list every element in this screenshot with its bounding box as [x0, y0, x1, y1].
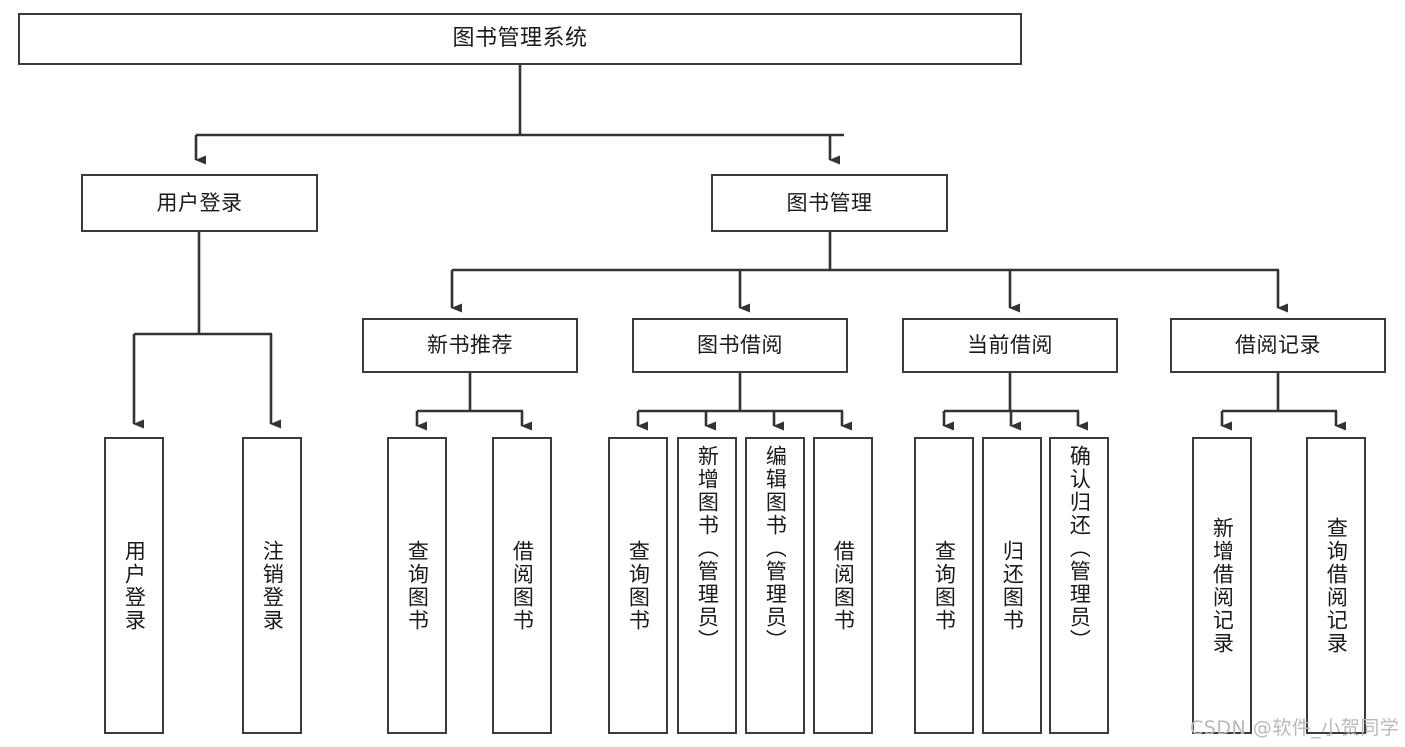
- node-book-borrow-label: 图书借阅: [697, 333, 783, 358]
- leaf-current-borrow-query-book[interactable]: 查询图书: [914, 437, 974, 734]
- leaf-book-borrow-edit-book-label: 编辑图书（管理员）: [763, 445, 788, 652]
- leaf-current-borrow-confirm-return[interactable]: 确认归还（管理员）: [1049, 437, 1109, 734]
- node-borrow-record-label: 借阅记录: [1235, 333, 1321, 358]
- leaf-user-login-login-label: 用户登录: [122, 539, 147, 632]
- node-current-borrow[interactable]: 当前借阅: [902, 318, 1118, 373]
- leaf-borrow-record-query-record[interactable]: 查询借阅记录: [1306, 437, 1366, 734]
- leaf-book-borrow-edit-book[interactable]: 编辑图书（管理员）: [745, 437, 805, 734]
- node-new-book-recommend[interactable]: 新书推荐: [362, 318, 578, 373]
- leaf-user-login-logout-label: 注销登录: [260, 539, 285, 632]
- leaf-book-borrow-query-book-label: 查询图书: [626, 539, 651, 632]
- leaf-current-borrow-return-book[interactable]: 归还图书: [982, 437, 1042, 734]
- leaf-user-login-login[interactable]: 用户登录: [104, 437, 164, 734]
- node-new-book-recommend-label: 新书推荐: [427, 333, 513, 358]
- leaf-book-borrow-add-book-label: 新增图书（管理员）: [695, 445, 720, 652]
- node-root-system-label: 图书管理系统: [452, 26, 588, 52]
- leaf-borrow-record-add-record[interactable]: 新增借阅记录: [1192, 437, 1252, 734]
- leaf-user-login-logout[interactable]: 注销登录: [242, 437, 302, 734]
- leaf-new-book-borrow-book-label: 借阅图书: [510, 539, 535, 632]
- node-borrow-record[interactable]: 借阅记录: [1170, 318, 1386, 373]
- node-book-borrow[interactable]: 图书借阅: [632, 318, 848, 373]
- node-user-login-label: 用户登录: [156, 190, 243, 215]
- leaf-borrow-record-query-record-label: 查询借阅记录: [1324, 516, 1349, 655]
- leaf-new-book-query-book-label: 查询图书: [405, 539, 430, 632]
- node-user-login[interactable]: 用户登录: [81, 174, 318, 232]
- csdn-watermark: CSDN @软件_小贺同学: [1190, 717, 1400, 739]
- leaf-book-borrow-add-book[interactable]: 新增图书（管理员）: [677, 437, 737, 734]
- leaf-book-borrow-borrow-book[interactable]: 借阅图书: [813, 437, 873, 734]
- leaf-borrow-record-add-record-label: 新增借阅记录: [1210, 516, 1235, 655]
- leaf-current-borrow-return-book-label: 归还图书: [1000, 539, 1025, 632]
- node-current-borrow-label: 当前借阅: [967, 333, 1053, 358]
- node-book-manage[interactable]: 图书管理: [711, 174, 948, 232]
- leaf-book-borrow-borrow-book-label: 借阅图书: [831, 539, 856, 632]
- leaf-current-borrow-confirm-return-label: 确认归还（管理员）: [1067, 445, 1092, 652]
- node-book-manage-label: 图书管理: [786, 190, 873, 215]
- leaf-book-borrow-query-book[interactable]: 查询图书: [608, 437, 668, 734]
- leaf-new-book-borrow-book[interactable]: 借阅图书: [492, 437, 552, 734]
- leaf-current-borrow-query-book-label: 查询图书: [932, 539, 957, 632]
- leaf-new-book-query-book[interactable]: 查询图书: [387, 437, 447, 734]
- node-root-system[interactable]: 图书管理系统: [18, 13, 1022, 65]
